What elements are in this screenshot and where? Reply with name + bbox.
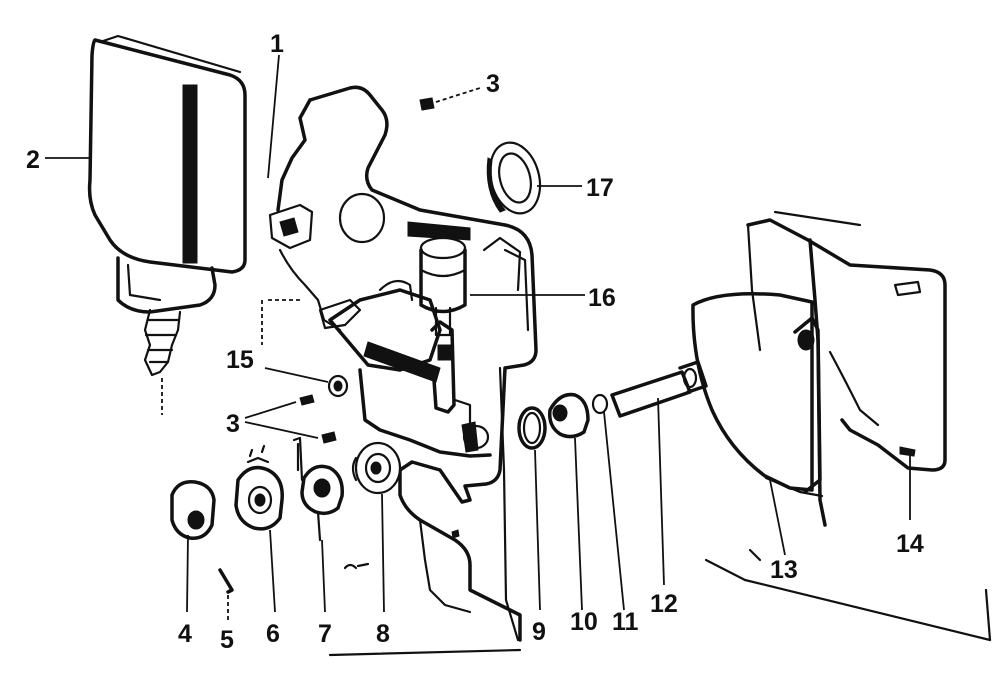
part-4-knob	[170, 480, 216, 613]
label-part-11: 11	[612, 608, 639, 636]
label-part-4: 4	[178, 620, 192, 648]
part-3-screw-upper	[419, 87, 481, 111]
part-2-housing	[87, 34, 247, 415]
part-14-cover-plate	[746, 210, 947, 527]
label-part-10: 10	[570, 608, 598, 636]
label-part-9: 9	[532, 618, 546, 646]
label-part-1: 1	[270, 30, 284, 58]
part-17-seal-ring	[486, 141, 582, 215]
label-part-14: 14	[896, 530, 924, 558]
label-part-2: 2	[26, 146, 40, 174]
part-13-shield	[691, 292, 824, 556]
background-frame-lines	[328, 548, 992, 657]
part-6-gear-hub	[234, 444, 284, 613]
part-15-washer	[264, 367, 349, 398]
part-11-bushing	[591, 393, 625, 611]
label-part-13: 13	[770, 556, 798, 584]
label-part-7: 7	[318, 620, 332, 648]
part-7-gear	[292, 436, 344, 613]
label-part-8: 8	[376, 620, 390, 648]
part-1-bracket	[267, 54, 314, 250]
part-12-shaft	[610, 360, 708, 586]
label-part-6: 6	[266, 620, 280, 648]
part-3-screws-lower	[244, 394, 337, 444]
label-part-3-upper: 3	[486, 70, 500, 98]
label-part-16: 16	[588, 284, 616, 312]
internal-mechanism	[318, 279, 472, 432]
part-5-pin	[218, 568, 234, 620]
main-frame-casting	[261, 85, 538, 642]
label-part-3-lower: 3	[226, 410, 240, 438]
label-part-15: 15	[226, 346, 254, 374]
label-part-5: 5	[220, 626, 234, 654]
label-part-17: 17	[586, 174, 614, 202]
part-8-pulley	[351, 441, 402, 613]
part-10-cap-nut	[547, 392, 590, 611]
label-part-12: 12	[650, 590, 678, 618]
part-16-cylinder	[419, 236, 585, 337]
loose-small-parts	[343, 529, 460, 570]
part-9-o-ring	[517, 406, 547, 611]
